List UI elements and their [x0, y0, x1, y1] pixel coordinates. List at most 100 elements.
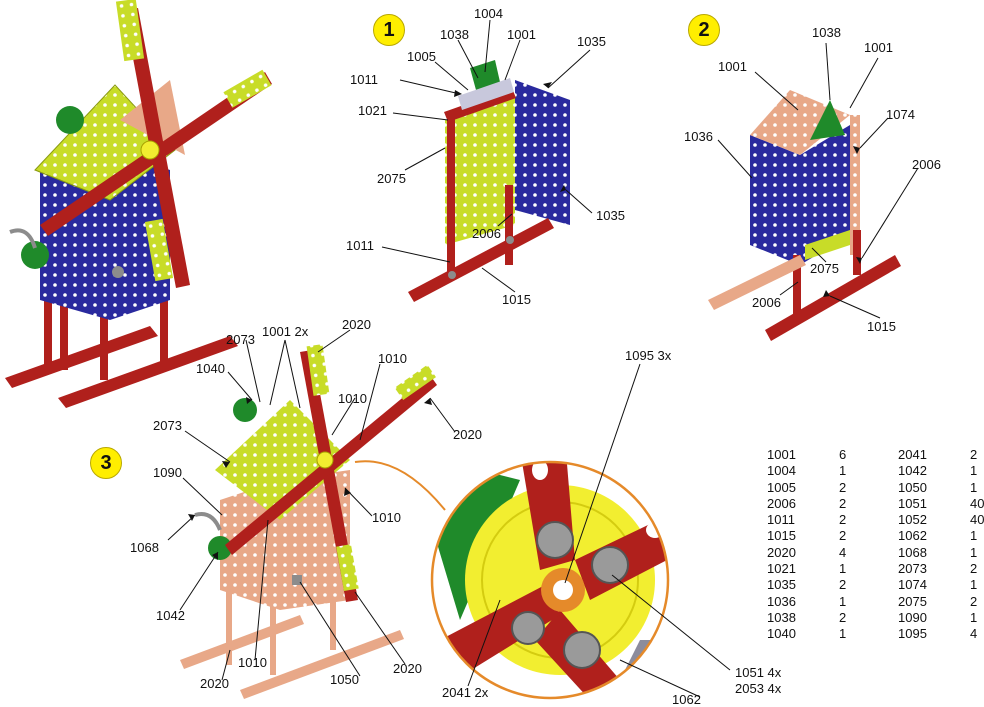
- part-qty: 40: [970, 495, 984, 511]
- step2-assembly: [708, 90, 901, 341]
- part-id: 2073: [898, 561, 927, 577]
- part-label: 2020: [393, 661, 422, 676]
- part-qty: 2: [970, 447, 978, 462]
- part-qty: 1: [970, 577, 978, 593]
- part-qty: 4: [970, 626, 978, 642]
- part-label: 1001: [718, 59, 747, 74]
- detail-connector: [354, 460, 446, 511]
- parts-list-row: 1051 40: [898, 496, 984, 512]
- parts-list-row: 1074 1: [898, 577, 984, 593]
- part-id: 2075: [898, 593, 927, 609]
- part-label: 2006: [912, 157, 941, 172]
- part-label: 2006: [752, 295, 781, 310]
- parts-list-row: 1040 1: [767, 626, 867, 642]
- part-id: 1052: [898, 512, 927, 528]
- part-label: 1001: [864, 40, 893, 55]
- part-qty: 1: [839, 463, 847, 479]
- part-label: 1010: [378, 351, 407, 366]
- parts-list-row: 1001 6: [767, 447, 867, 463]
- part-label: 1062: [672, 692, 701, 707]
- part-id: 1051: [898, 495, 927, 511]
- part-qty: 1: [970, 479, 978, 495]
- part-label: 2073: [153, 418, 182, 433]
- part-id: 1040: [767, 626, 796, 642]
- part-qty: 2: [839, 577, 847, 593]
- part-id: 1036: [767, 593, 796, 609]
- part-label: 2053 4x: [735, 681, 782, 696]
- part-label: 1010: [338, 391, 367, 406]
- part-label: 1015: [502, 292, 531, 307]
- part-label: 2075: [810, 261, 839, 276]
- part-id: 1004: [767, 463, 796, 479]
- part-label: 1038: [440, 27, 469, 42]
- windmill-complete: [5, 0, 272, 408]
- step3-assembly: [180, 344, 437, 699]
- part-id: 1050: [898, 479, 927, 495]
- part-label: 1035: [596, 208, 625, 223]
- part-label: 1036: [684, 129, 713, 144]
- part-id: 1021: [767, 561, 796, 577]
- part-qty: 2: [970, 593, 978, 609]
- hub-detail-view: [430, 460, 670, 700]
- step-number-2: 2: [688, 14, 720, 46]
- part-label: 1011: [350, 72, 378, 87]
- part-label: 1038: [812, 25, 841, 40]
- step-number-1: 1: [373, 14, 405, 46]
- parts-list-row: 1011 2: [767, 512, 867, 528]
- part-label: 1040: [196, 361, 225, 376]
- part-id: 1015: [767, 528, 796, 544]
- parts-list-row: 1095 4: [898, 626, 984, 642]
- part-id: 1090: [898, 609, 927, 625]
- part-label: 1095 3x: [625, 348, 672, 363]
- parts-list-row: 1050 1: [898, 480, 984, 496]
- part-label: 1090: [153, 465, 182, 480]
- part-id: 2006: [767, 495, 796, 511]
- part-id: 1042: [898, 463, 927, 479]
- part-label: 1015: [867, 319, 896, 334]
- part-id: 1001: [767, 447, 796, 462]
- parts-list-row: 2075 2: [898, 594, 984, 610]
- part-label: 1068: [130, 540, 159, 555]
- part-qty: 6: [839, 447, 847, 462]
- part-qty: 2: [970, 561, 978, 577]
- parts-list-row: 1090 1: [898, 610, 984, 626]
- part-qty: 2: [839, 512, 847, 528]
- part-label: 1001 2x: [262, 324, 309, 339]
- part-qty: 1: [839, 593, 847, 609]
- part-label: 1051 4x: [735, 665, 782, 680]
- part-qty: 2: [839, 495, 847, 511]
- part-id: 1062: [898, 528, 927, 544]
- part-id: 1068: [898, 544, 927, 560]
- part-label: 1001: [507, 27, 536, 42]
- part-qty: 1: [839, 626, 847, 642]
- step1-assembly: [408, 60, 570, 302]
- leader-arrowheads: [188, 82, 862, 560]
- part-qty: 1: [970, 609, 978, 625]
- part-id: 1074: [898, 577, 927, 593]
- parts-list-row: 1021 1: [767, 561, 867, 577]
- part-id: 1095: [898, 626, 927, 642]
- part-id: 1011: [767, 512, 795, 528]
- part-id: 2020: [767, 544, 796, 560]
- part-qty: 1: [970, 463, 978, 479]
- part-qty: 2: [839, 479, 847, 495]
- parts-list-row: 1004 1: [767, 463, 867, 479]
- part-label: 2006: [472, 226, 501, 241]
- part-label: 1042: [156, 608, 185, 623]
- parts-list-row: 1036 1: [767, 594, 867, 610]
- part-label: 1050: [330, 672, 359, 687]
- part-qty: 1: [839, 561, 847, 577]
- parts-list-row: 1042 1: [898, 463, 984, 479]
- parts-list-row: 2006 2: [767, 496, 867, 512]
